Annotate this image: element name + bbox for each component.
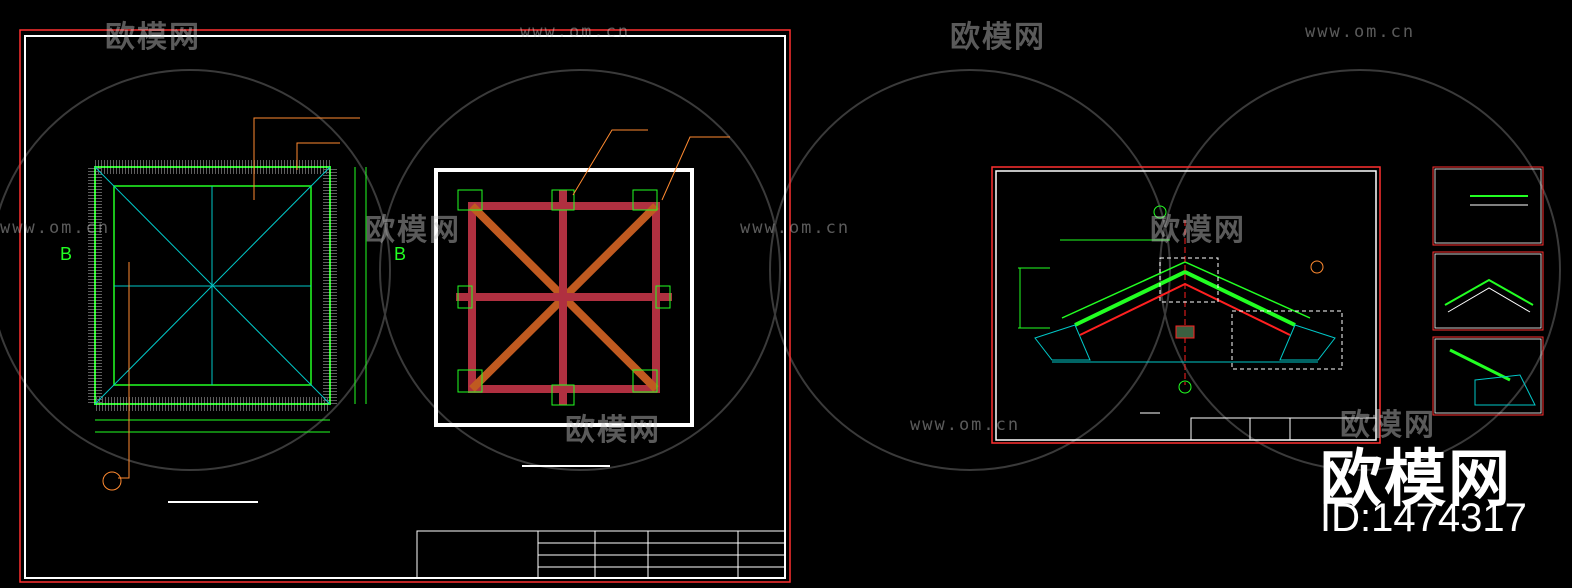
- section-marker-left: B: [60, 244, 73, 264]
- watermark-url: www.om.cn: [1305, 22, 1416, 42]
- watermark-url: www.om.cn: [910, 415, 1021, 435]
- watermark-logo: 欧模网: [565, 413, 661, 448]
- sheet-2-frame: [991, 166, 1381, 444]
- beam-plan: [434, 129, 730, 467]
- watermark-url: www.om.cn: [520, 22, 631, 42]
- watermark-logo: 欧模网: [950, 20, 1046, 55]
- roof-plan: [88, 117, 367, 503]
- watermark-logo: 欧模网: [365, 213, 461, 248]
- id-watermark: ID:1474317: [1320, 496, 1527, 540]
- detail-sheets: [1432, 166, 1544, 416]
- watermark-url: www.om.cn: [0, 218, 111, 238]
- sheet-1-frame: [19, 29, 791, 583]
- detail-callout-circle: [102, 471, 122, 491]
- brand-watermark: 欧模网: [1320, 442, 1513, 515]
- watermark-url: www.om.cn: [740, 218, 851, 238]
- watermark-logo: 欧模网: [1150, 213, 1246, 248]
- section-callout-circle: [1310, 260, 1324, 274]
- watermark-logo: 欧模网: [1340, 408, 1436, 443]
- watermark-logo: 欧模网: [105, 20, 201, 55]
- sheet-1-border: [24, 35, 786, 579]
- roof-section: [1018, 205, 1377, 441]
- section-marker-right: B: [394, 244, 407, 264]
- title-block-1: [416, 530, 786, 579]
- sheet-2-border: [995, 170, 1377, 441]
